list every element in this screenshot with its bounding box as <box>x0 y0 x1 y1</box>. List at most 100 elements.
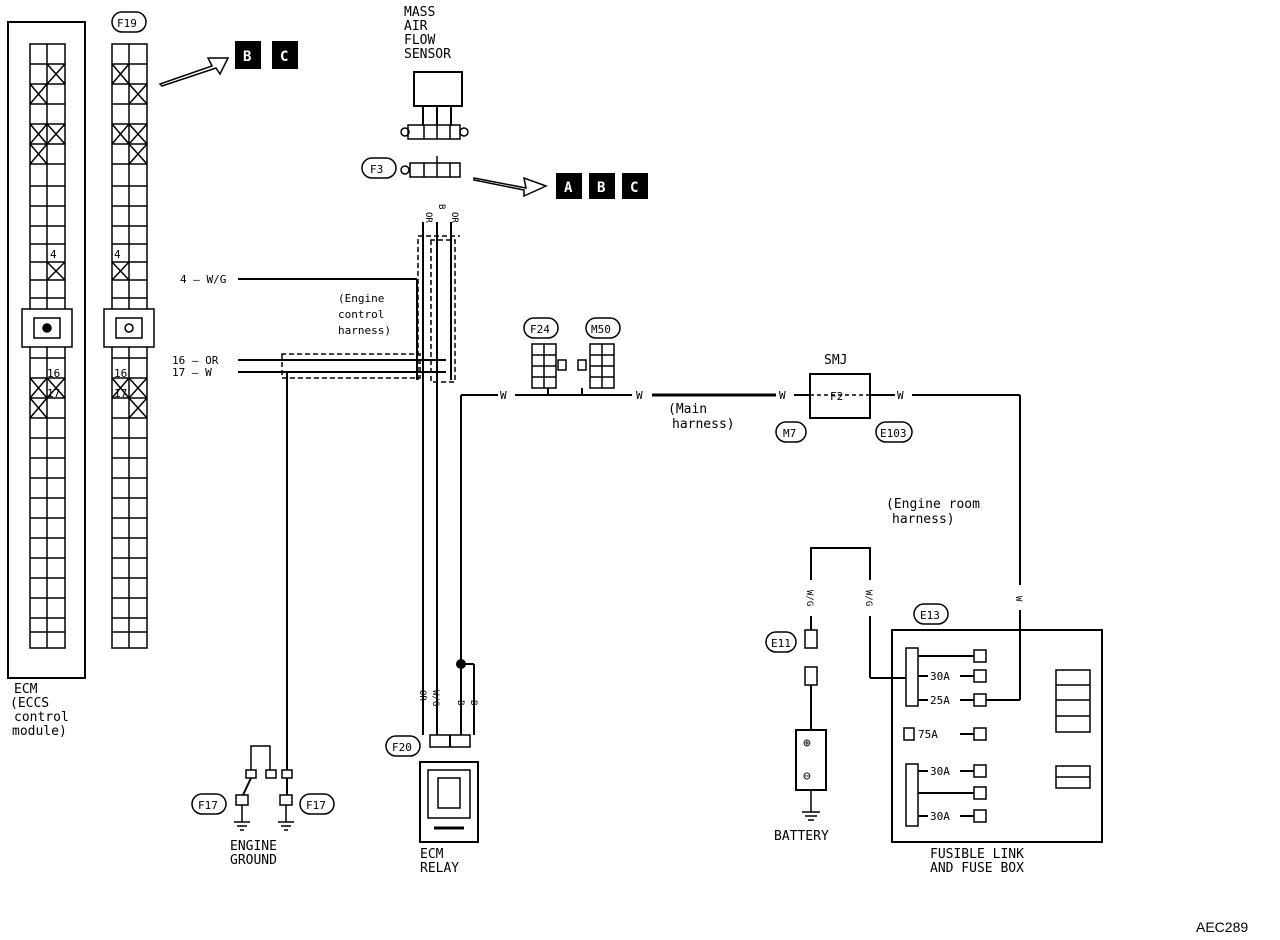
ref-box-c-mid <box>622 173 648 199</box>
f3-tag <box>361 157 397 179</box>
battery-plus: ⊕ <box>803 736 811 751</box>
maf-label-1: MASS <box>404 5 435 20</box>
ref-a-mid: A <box>564 180 573 196</box>
f19-tag-label: F19 <box>117 17 137 30</box>
f17-left-label: F17 <box>198 799 218 812</box>
ref-box-b-mid <box>589 173 615 199</box>
wire-code-or-2: OR <box>449 212 459 223</box>
wire-label-17: 17 — W <box>172 366 212 379</box>
ecm-label-1: ECM <box>14 682 38 697</box>
wire-code-or-1: OR <box>423 212 433 223</box>
f3-connector <box>400 156 461 178</box>
w-label-1: W <box>500 389 507 402</box>
relay-wire-b2: B <box>468 700 478 705</box>
ref-box-c-top <box>272 41 298 69</box>
f24-connector <box>531 343 567 389</box>
ech-label-1: (Engine <box>338 292 384 305</box>
fuse-1: 30A <box>930 670 950 683</box>
ref-b-top: B <box>243 49 251 65</box>
m50-connector <box>577 343 615 389</box>
e11-label: E11 <box>771 637 791 650</box>
smj-pin-label: F2 <box>830 390 843 403</box>
maf-label-2: AIR <box>404 19 428 34</box>
ecm-label-4: module) <box>12 724 67 739</box>
relay-wire-b1: B <box>455 700 465 705</box>
engine-ground-label-2: GROUND <box>230 853 277 868</box>
ech-label-3: harness) <box>338 324 391 337</box>
ref-box-b-top <box>235 41 261 69</box>
main-harness-label-2: harness) <box>672 417 735 432</box>
m50-label: M50 <box>591 323 611 336</box>
erh-label-2: harness) <box>892 512 955 527</box>
f19-pin-17: 17 <box>114 387 127 400</box>
ech-label-2: control <box>338 308 384 321</box>
fuse-3: 75A <box>918 728 938 741</box>
f17-right-label: F17 <box>306 799 326 812</box>
f20-tag <box>385 735 421 757</box>
w-label-2: W <box>636 389 643 402</box>
erh-label-1: (Engine room <box>886 497 980 512</box>
figure-code: AEC289 <box>1196 919 1248 935</box>
f24-label: F24 <box>530 323 550 336</box>
shield-dashed <box>430 239 456 383</box>
maf-sensor-body <box>413 71 463 107</box>
engine-ground-label-1: ENGINE <box>230 839 277 854</box>
f3-to-relay-wires <box>422 222 452 735</box>
battery-loop <box>810 547 871 580</box>
f19-pin-4: 4 <box>114 248 121 261</box>
f19-pin-16: 16 <box>114 367 127 380</box>
f20-label: F20 <box>392 741 412 754</box>
batt-wire-wg-2: W/G <box>863 590 873 606</box>
maf-connector <box>400 124 469 140</box>
battery-minus: ⊖ <box>803 769 811 784</box>
e13-label: E13 <box>920 609 940 622</box>
m7-tag <box>775 421 807 443</box>
ref-c-mid: C <box>630 180 638 196</box>
ecm-pin-16: 16 <box>47 367 60 380</box>
m50-tag <box>585 317 621 339</box>
smj-label: SMJ <box>824 353 847 368</box>
ecm-pin-17: 17 <box>47 387 60 400</box>
f19-tag <box>111 11 147 33</box>
ground-jumper <box>250 745 271 770</box>
arrow-mid <box>473 176 548 198</box>
ecm-label-3: control <box>14 710 69 725</box>
battery-label: BATTERY <box>774 829 829 844</box>
f19-connector <box>103 43 155 649</box>
maf-label-4: SENSOR <box>404 47 451 62</box>
ecm-label-2: (ECCS <box>10 696 49 711</box>
e13-tag <box>913 603 949 625</box>
fusible-link-label-1: FUSIBLE LINK <box>930 847 1024 862</box>
ref-b-mid: B <box>597 180 605 196</box>
m7-label: M7 <box>783 427 796 440</box>
ecm-relay-label-2: RELAY <box>420 861 459 876</box>
battery-body <box>795 729 827 791</box>
fusible-link-label-2: AND FUSE BOX <box>930 861 1024 876</box>
f17-right-tag <box>299 793 335 815</box>
ecm-relay-body <box>419 761 479 843</box>
ecm-pin-column <box>21 43 73 649</box>
e11-tag <box>765 631 797 653</box>
w-label-5: W <box>1013 596 1023 602</box>
relay-wire-wg: W/G <box>430 690 440 706</box>
wire-label-4: 4 — W/G <box>180 273 226 286</box>
fuse-4: 30A <box>930 765 950 778</box>
ecm-box <box>7 21 86 679</box>
batt-wire-wg-1: W/G <box>804 590 814 606</box>
fuse-5: 30A <box>930 810 950 823</box>
wire-code-b-1: B <box>436 204 446 209</box>
ref-box-a-mid <box>556 173 582 199</box>
arrow-top <box>158 57 230 87</box>
e103-label: E103 <box>880 427 907 440</box>
relay-wire-or: OR <box>417 690 427 701</box>
w-label-3: W <box>779 389 786 402</box>
main-harness-label-1: (Main <box>668 402 707 417</box>
ref-c-top: C <box>280 49 288 65</box>
wire-label-16: 16 — OR <box>172 354 219 367</box>
f3-tag-label: F3 <box>370 163 383 176</box>
f24-tag <box>523 317 559 339</box>
e103-tag <box>875 421 913 443</box>
battery-ground <box>802 790 820 821</box>
relay-blocks <box>1055 669 1091 789</box>
